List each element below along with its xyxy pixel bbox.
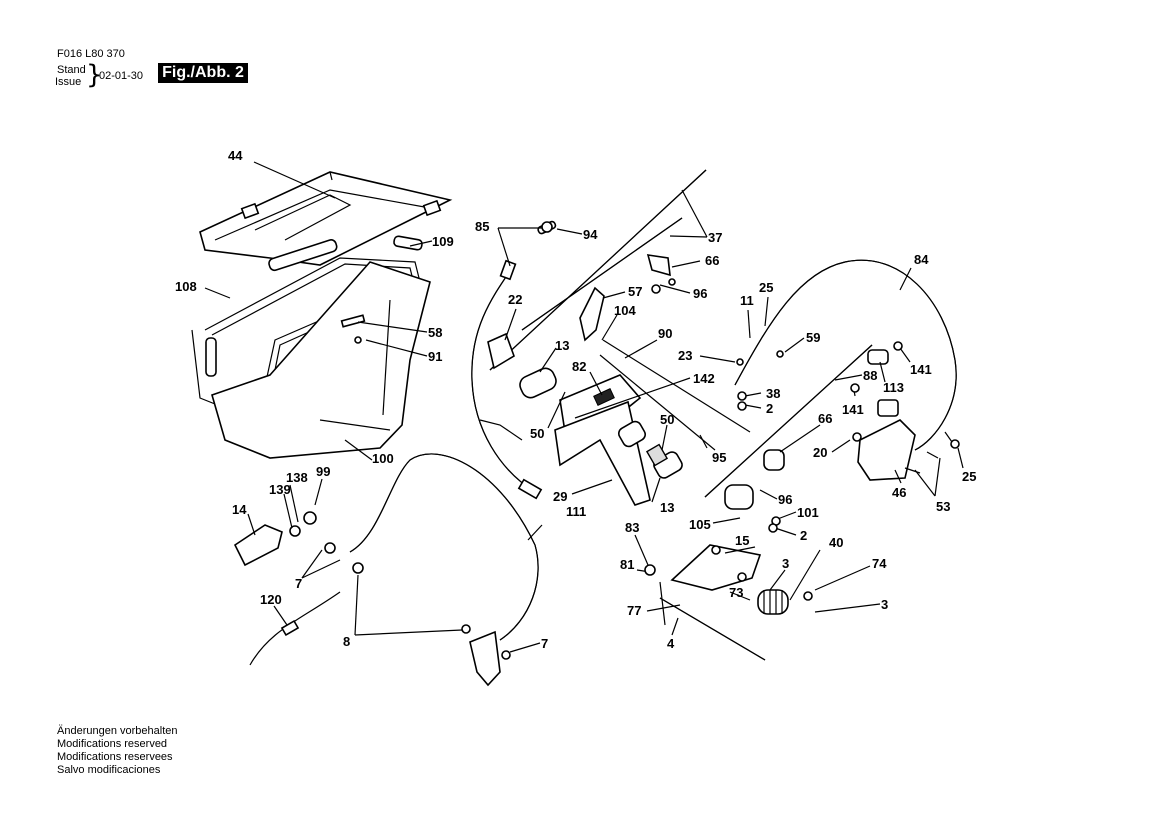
catcher-frame-part bbox=[199, 171, 453, 266]
notice-en: Modifications reserved bbox=[57, 738, 168, 750]
notice-es: Salvo modificaciones bbox=[57, 764, 161, 776]
callout-7-left: 7 bbox=[295, 576, 302, 591]
callout-labels: 44 109 108 58 91 100 85 94 37 66 96 57 2… bbox=[175, 148, 976, 651]
callout-50-right: 50 bbox=[660, 412, 674, 427]
hardware-parts bbox=[461, 221, 960, 660]
callout-88: 88 bbox=[863, 368, 877, 383]
document-code: F016 L80 370 bbox=[57, 48, 125, 60]
callout-2-top: 2 bbox=[766, 401, 773, 416]
callout-57: 57 bbox=[628, 284, 642, 299]
callout-83: 83 bbox=[625, 520, 639, 535]
callout-138: 138 bbox=[286, 470, 308, 485]
callout-85: 85 bbox=[475, 219, 489, 234]
callout-142: 142 bbox=[693, 371, 715, 386]
callout-50-left: 50 bbox=[530, 426, 544, 441]
callout-3-bottom: 3 bbox=[881, 597, 888, 612]
hinge-bracket-part bbox=[659, 544, 789, 661]
callout-96-top: 96 bbox=[693, 286, 707, 301]
callout-100: 100 bbox=[372, 451, 394, 466]
callout-105: 105 bbox=[689, 517, 711, 532]
callout-108: 108 bbox=[175, 279, 197, 294]
cable-bracket-part bbox=[233, 511, 341, 666]
callout-15: 15 bbox=[735, 533, 749, 548]
callout-25-top: 25 bbox=[759, 280, 773, 295]
leader-lines bbox=[204, 161, 964, 653]
upper-handle-part bbox=[704, 259, 957, 510]
callout-20: 20 bbox=[813, 445, 827, 460]
callout-74: 74 bbox=[872, 556, 887, 571]
callout-13-top: 13 bbox=[555, 338, 569, 353]
callout-95: 95 bbox=[712, 450, 726, 465]
callout-90: 90 bbox=[658, 326, 672, 341]
callout-14: 14 bbox=[232, 502, 247, 517]
callout-44: 44 bbox=[228, 148, 243, 163]
callout-96-bottom: 96 bbox=[778, 492, 792, 507]
callout-99: 99 bbox=[316, 464, 330, 479]
callout-104: 104 bbox=[614, 303, 636, 318]
callout-59: 59 bbox=[806, 330, 820, 345]
callout-23: 23 bbox=[678, 348, 692, 363]
callout-46: 46 bbox=[892, 485, 906, 500]
callout-38: 38 bbox=[766, 386, 780, 401]
callout-84: 84 bbox=[914, 252, 929, 267]
control-levers-part bbox=[487, 254, 683, 506]
control-rods-part bbox=[599, 339, 751, 451]
callout-8: 8 bbox=[343, 634, 350, 649]
callout-11: 11 bbox=[740, 293, 754, 308]
callout-111: 111 bbox=[566, 504, 586, 519]
callout-66-top: 66 bbox=[705, 253, 719, 268]
notice-fr: Modifications reservees bbox=[57, 751, 173, 763]
callout-101: 101 bbox=[797, 505, 819, 520]
modifications-notice: Änderungen vorbehalten Modifications res… bbox=[57, 725, 177, 777]
callout-7-right: 7 bbox=[541, 636, 548, 651]
catcher-bag-part bbox=[211, 261, 431, 459]
callout-73: 73 bbox=[729, 585, 743, 600]
callout-3-top: 3 bbox=[782, 556, 789, 571]
handle-tubes-part bbox=[471, 169, 707, 500]
issue-date: 02-01-30 bbox=[99, 70, 144, 82]
callout-81: 81 bbox=[620, 557, 634, 572]
callout-94: 94 bbox=[583, 227, 598, 242]
callout-139: 139 bbox=[269, 482, 291, 497]
stand-label: Stand bbox=[57, 64, 86, 76]
callout-77: 77 bbox=[627, 603, 641, 618]
rear-flap-cable-part bbox=[324, 453, 539, 687]
callout-13-bottom: 13 bbox=[660, 500, 674, 515]
callout-37: 37 bbox=[708, 230, 722, 245]
figure-label: Fig./Abb. 2 bbox=[158, 63, 248, 83]
callout-82: 82 bbox=[572, 359, 586, 374]
callout-29: 29 bbox=[553, 489, 567, 504]
callout-22: 22 bbox=[508, 292, 522, 307]
callout-2-bottom: 2 bbox=[800, 528, 807, 543]
notice-de: Änderungen vorbehalten bbox=[57, 725, 178, 737]
callout-91: 91 bbox=[428, 349, 442, 364]
callout-40: 40 bbox=[829, 535, 843, 550]
callout-141-left: 141 bbox=[842, 402, 864, 417]
callout-66-bottom: 66 bbox=[818, 411, 832, 426]
brace-glyph: } bbox=[86, 60, 103, 90]
callout-58: 58 bbox=[428, 325, 442, 340]
callout-109: 109 bbox=[432, 234, 454, 249]
callout-25-bottom: 25 bbox=[962, 469, 976, 484]
callout-120: 120 bbox=[260, 592, 282, 607]
callout-53: 53 bbox=[936, 499, 950, 514]
callout-141-right: 141 bbox=[910, 362, 932, 377]
callout-4: 4 bbox=[667, 636, 675, 651]
issue-label: Issue bbox=[55, 76, 82, 88]
callout-113: 113 bbox=[883, 380, 904, 395]
